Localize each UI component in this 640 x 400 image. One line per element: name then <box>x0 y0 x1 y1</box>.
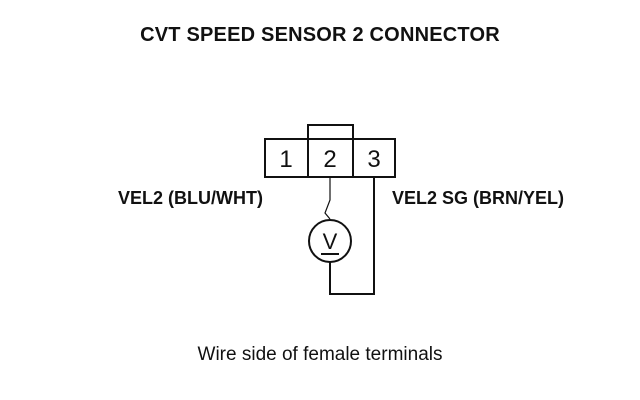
connector-lock-tab <box>307 124 354 140</box>
diagram-title: CVT SPEED SENSOR 2 CONNECTOR <box>140 24 500 46</box>
right-wire-label: VEL2 SG (BRN/YEL) <box>392 188 565 208</box>
diagram-caption: Wire side of female terminals <box>197 344 443 365</box>
terminal-2-number: 2 <box>323 146 336 173</box>
left-wire-label: VEL2 (BLU/WHT) <box>118 188 263 208</box>
probe-wire-terminal-2 <box>324 177 331 220</box>
voltmeter-symbol: V <box>323 229 338 254</box>
probe-wire-terminal-3 <box>329 177 375 295</box>
terminal-3-number: 3 <box>367 146 380 173</box>
terminal-1-number: 1 <box>279 146 292 173</box>
